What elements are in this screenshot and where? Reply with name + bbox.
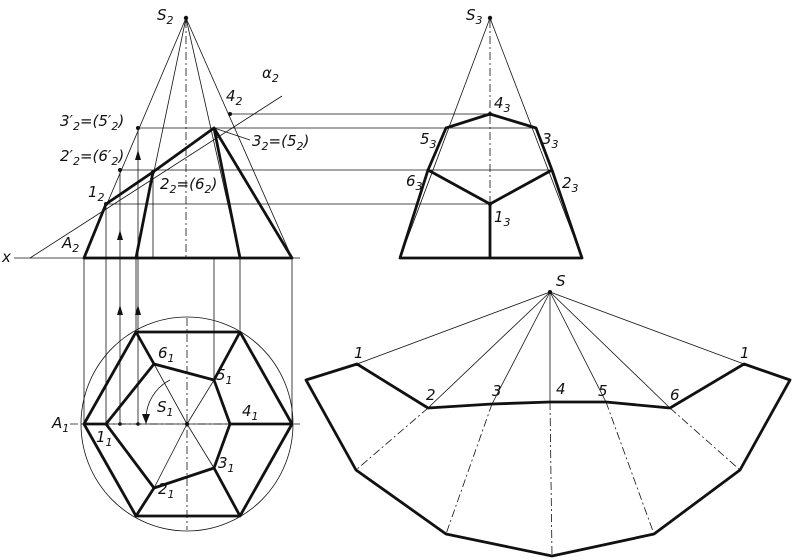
label-6-3: 63 — [406, 172, 423, 193]
label-a1: A1 — [51, 414, 69, 435]
label-4-3: 43 — [494, 94, 511, 115]
dev-fold-line — [605, 401, 655, 535]
label-dev-1-left: 1 — [354, 344, 364, 362]
side-edge-thin — [489, 17, 583, 259]
arrow-up-icon — [135, 305, 141, 315]
label-6-1: 61 — [158, 344, 175, 365]
label-dev-2: 2 — [426, 386, 436, 404]
leader-line — [213, 127, 251, 141]
dev-fold-line — [669, 407, 741, 471]
cutting-plane-trace — [29, 95, 283, 259]
label-3p-2: 3′2=(5′2) — [60, 112, 124, 133]
label-s1: S1 — [157, 398, 174, 419]
label-dev-5: 5 — [598, 382, 608, 400]
plan-edge — [134, 331, 156, 365]
front-truncated-outline — [82, 126, 294, 260]
center-point-s1 — [185, 422, 189, 426]
aux-point — [136, 422, 140, 426]
side-edge-thin — [399, 17, 491, 259]
plan-view: A1 S1 61 51 41 11 21 31 — [51, 316, 300, 532]
plan-edge — [212, 331, 242, 381]
label-1-2: 12 — [88, 183, 105, 204]
label-1-3: 13 — [494, 208, 511, 229]
dev-fold-line — [355, 407, 429, 471]
plan-edge — [212, 467, 242, 517]
side-truncated-outline — [398, 112, 584, 260]
label-a2: A2 — [61, 234, 79, 255]
plan-section-polygon — [104, 362, 232, 490]
development-view: S 1 2 3 4 5 6 1 — [304, 272, 792, 558]
dev-fold-line — [549, 401, 553, 557]
label-dev-3: 3 — [492, 382, 502, 400]
arrow-up-icon — [135, 150, 141, 160]
front-visible-edge — [212, 127, 242, 259]
apex-point-s2 — [183, 15, 189, 21]
dev-ray — [427, 291, 551, 409]
label-x: x — [1, 248, 11, 266]
label-2-3: 23 — [562, 174, 579, 195]
label-4-1: 41 — [242, 402, 259, 423]
aux-point — [118, 422, 122, 426]
label-dev-1-right: 1 — [740, 344, 750, 362]
label-5-1: 51 — [216, 366, 233, 387]
label-dev-s: S — [556, 272, 566, 290]
plan-edge-thin — [186, 423, 215, 469]
plan-edge — [134, 487, 156, 517]
label-2-1: 21 — [158, 480, 175, 501]
label-alpha2: α2 — [262, 64, 279, 85]
plan-edge-thin — [186, 379, 215, 425]
dev-ray — [491, 291, 551, 405]
label-4-2: 42 — [226, 87, 243, 108]
dev-fold-line — [445, 403, 493, 535]
arrow-up-icon — [117, 305, 123, 315]
side-view: S3 43 53 33 63 23 13 — [398, 6, 584, 260]
arrow-down-icon — [142, 414, 150, 424]
front-view: S2 α2 42 3′2=(5′2) 2′2=(6′2) 12 A2 x 22=… — [1, 6, 552, 424]
apex-point-s3 — [487, 15, 493, 21]
dev-ray — [549, 291, 671, 409]
arrow-up-icon — [117, 230, 123, 240]
label-5-3: 53 — [420, 130, 437, 151]
dev-ray — [549, 291, 607, 403]
front-visible-edge — [134, 171, 155, 259]
label-dev-4: 4 — [556, 380, 566, 398]
label-2p-2: 2′2=(6′2) — [60, 147, 124, 168]
label-2-2: 22=(62) — [160, 175, 217, 196]
plan-edge-thin — [153, 423, 188, 489]
plan-edge-thin — [153, 363, 188, 425]
front-edge-thin — [185, 17, 293, 259]
dev-outline — [304, 362, 792, 558]
label-3-3: 33 — [542, 130, 559, 151]
point-1-3 — [488, 202, 492, 206]
label-3-2: 32=(52) — [252, 132, 309, 153]
label-s3: S3 — [466, 6, 483, 27]
label-1-1: 11 — [96, 428, 113, 449]
dev-apex-point — [548, 290, 552, 294]
label-s2: S2 — [157, 6, 174, 27]
dev-ray — [356, 291, 551, 365]
point-4-3 — [488, 112, 492, 116]
label-3-1: 31 — [218, 454, 235, 475]
label-dev-6: 6 — [670, 386, 680, 404]
dev-ray — [549, 291, 745, 365]
